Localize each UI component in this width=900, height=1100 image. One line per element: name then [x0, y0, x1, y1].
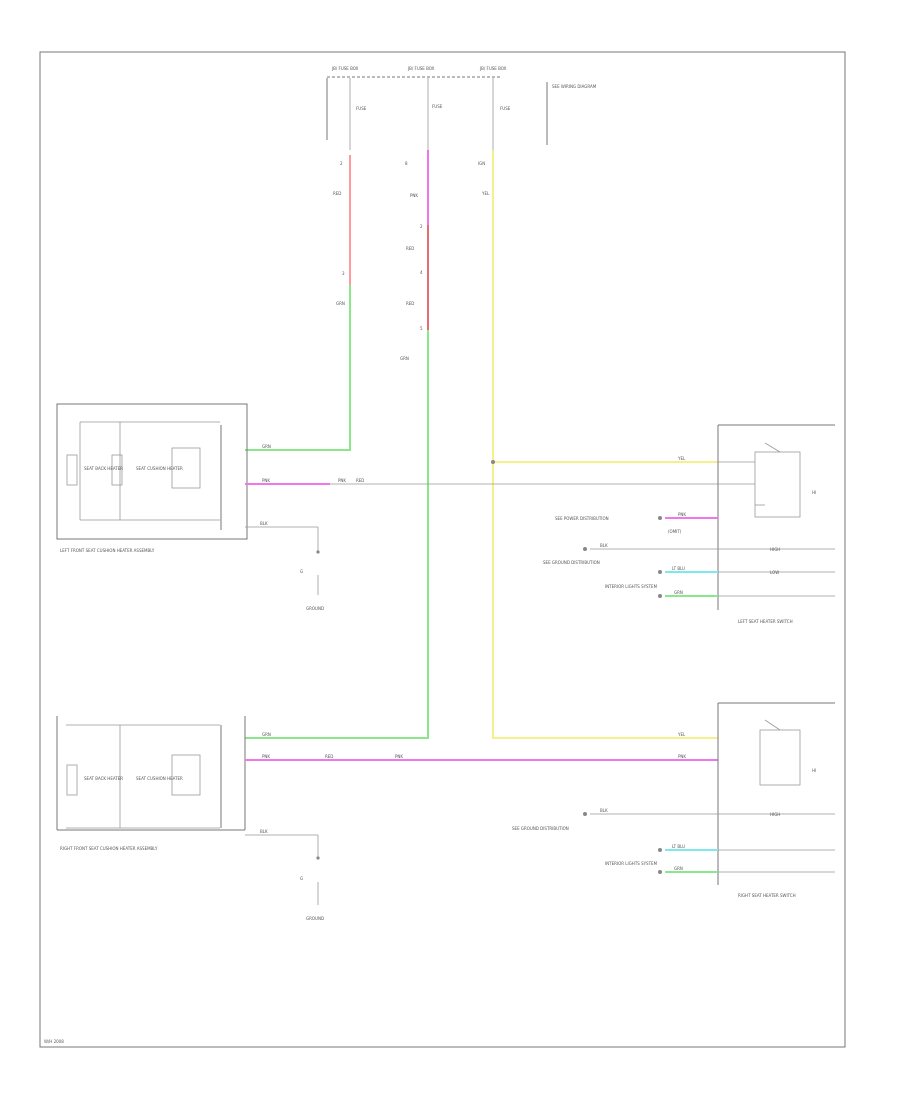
left-pink-wire-label: PNK: [262, 478, 270, 483]
right-switch-green-label: GRN: [674, 866, 683, 871]
center-feed-label-c: RED: [406, 246, 414, 251]
fuse-left-label: FUSE: [356, 106, 367, 111]
left-switch-ext-1: SEE POWER DISTRIBUTION: [555, 516, 609, 521]
right-switch-label: RIGHT SEAT HEATER SWITCH: [738, 893, 796, 898]
junction-dot: [583, 812, 587, 816]
left-switch-low: LOW: [770, 570, 779, 575]
diagram-footer-code: W/H 2008: [44, 1039, 64, 1044]
center-feed-label-f: 5: [420, 326, 423, 331]
center-feed-label-e: RED: [406, 301, 414, 306]
right-green-wire-label: GRN: [262, 732, 271, 737]
right-switch-ext-2: SEE GROUND DISTRIBUTION: [512, 826, 569, 831]
left-switch-ground-wire: BLK: [600, 543, 608, 548]
left-ground-wire-label: BLK: [260, 521, 268, 526]
right-ground-note: GROUND: [306, 916, 324, 921]
junction-dot: [658, 516, 662, 520]
right-feed-label-top: IGN: [478, 161, 485, 166]
left-switch-yellow-label: YEL: [677, 456, 686, 461]
left-switch-cyan-label: LT BLU: [672, 566, 685, 571]
right-feed-label-mid: YEL: [481, 191, 490, 196]
center-feed-label-top: 8: [405, 161, 408, 166]
left-heater-element-2: SEAT CUSHION HEATER: [136, 466, 183, 471]
right-heater-assembly: SEAT BACK HEATER SEAT CUSHION HEATER RIG…: [56, 716, 246, 851]
left-ground-label: G: [300, 569, 303, 574]
left-feed-label-low: GRN: [336, 301, 345, 306]
right-pink-wire-label-a: PNK: [262, 754, 270, 759]
left-heater-assembly: SEAT BACK HEATER SEAT CUSHION HEATER LEF…: [56, 403, 248, 553]
left-switch-hi: HI: [812, 490, 816, 495]
left-feed-label-top: 2: [340, 161, 343, 166]
left-heater-label: LEFT FRONT SEAT CUSHION HEATER ASSEMBLY: [60, 548, 155, 553]
left-feed-label-mid: RED: [333, 191, 341, 196]
splice-label-a: PNK: [338, 478, 346, 483]
junction-dot: [658, 848, 662, 852]
fuse-box-left-label: JB/ FUSE BOX: [331, 66, 359, 71]
right-heater-label: RIGHT FRONT SEAT CUSHION HEATER ASSEMBLY: [60, 846, 158, 851]
fuse-box-center-label: JB/ FUSE BOX: [407, 66, 435, 71]
right-heater-element-2: SEAT CUSHION HEATER: [136, 776, 183, 781]
left-switch-label: LEFT SEAT HEATER SWITCH: [738, 619, 793, 624]
right-switch-ground-wire: BLK: [600, 808, 608, 813]
right-pink-wire-label-b: RED: [325, 754, 333, 759]
right-switch-cyan-label: LT BLU: [672, 844, 685, 849]
top-fuse-blocks: JB/ FUSE BOX JB/ FUSE BOX JB/ FUSE BOX S…: [326, 66, 597, 150]
left-switch-high: HIGH: [770, 547, 780, 552]
junction-dot: [583, 547, 587, 551]
left-switch-ext-1b: (OMIT): [668, 529, 682, 534]
center-feed-wire-green: [245, 330, 429, 739]
right-ground-label: G: [300, 876, 303, 881]
center-feed-label-low: GRN: [400, 356, 409, 361]
right-switch-hi: HI: [812, 768, 816, 773]
center-feed-label-d: 4: [420, 270, 423, 275]
left-seat-heater-switch: HI HIGH LOW LEFT SEAT HEATER SWITCH: [717, 424, 835, 624]
fuse-right-label: FUSE: [500, 106, 511, 111]
left-feed-label-conn: 3: [342, 271, 345, 276]
fuse-center-label: FUSE: [432, 104, 443, 109]
left-switch-ext-2: SEE GROUND DISTRIBUTION: [543, 560, 600, 565]
left-green-wire-label: GRN: [262, 444, 271, 449]
junction-dot: [658, 870, 662, 874]
left-feed-wire-green: [245, 285, 351, 451]
right-ground-wire-label: BLK: [260, 829, 268, 834]
junction-dot: [658, 594, 662, 598]
right-feed-wire-yellow: [492, 150, 718, 739]
right-switch-ext-3: INTERIOR LIGHTS SYSTEM: [605, 861, 658, 866]
right-switch-high: HIGH: [770, 812, 780, 817]
fuse-box-note: SEE WIRING DIAGRAM: [552, 84, 597, 89]
center-feed-label-a: PNK: [410, 193, 418, 198]
right-heater-element-1: SEAT BACK HEATER: [84, 776, 123, 781]
right-seat-heater-switch: HI HIGH RIGHT SEAT HEATER SWITCH: [717, 702, 835, 898]
left-switch-magenta-label: PNK: [678, 512, 686, 517]
right-pink-wire-label-c: PNK: [395, 754, 403, 759]
left-heater-element-1: SEAT BACK HEATER: [84, 466, 123, 471]
splice-label-b: RED: [356, 478, 364, 483]
right-switch-magenta-label: PNK: [678, 754, 686, 759]
junction-dot: [658, 570, 662, 574]
left-ground-note: GROUND: [306, 606, 324, 611]
right-switch-yellow-label: YEL: [677, 732, 686, 737]
center-feed-label-b: 2: [420, 224, 423, 229]
left-switch-green-label: GRN: [674, 590, 683, 595]
left-switch-ext-3: INTERIOR LIGHTS SYSTEM: [605, 584, 658, 589]
fuse-box-right-label: JB/ FUSE BOX: [479, 66, 507, 71]
junction-dot: [491, 460, 495, 464]
diagram-frame: [39, 51, 846, 1048]
